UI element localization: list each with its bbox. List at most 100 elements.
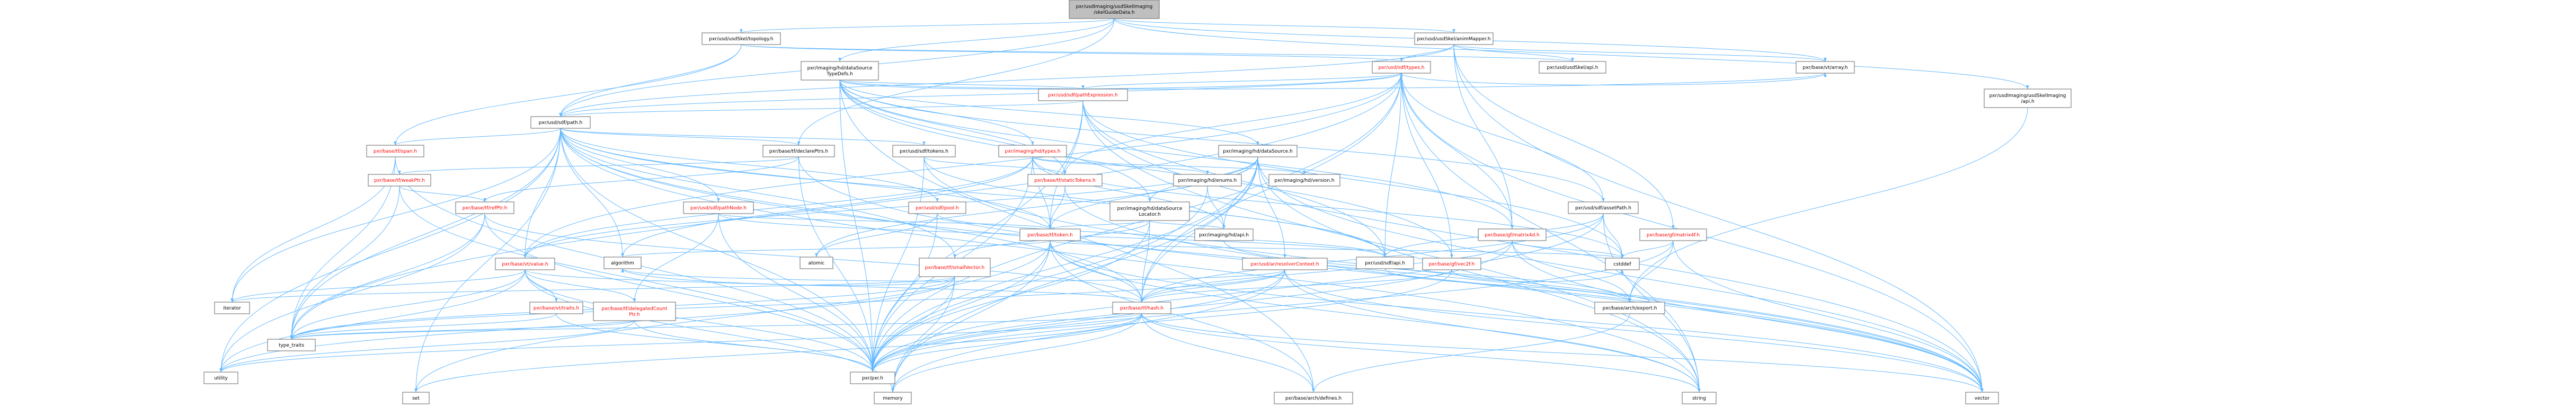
node-tfToken[interactable]: pxr/base/tf/token.h <box>1019 228 1081 241</box>
edge-pathExpression-to-tfToken <box>1049 100 1083 229</box>
node-box <box>593 302 676 321</box>
edge-pathExpression-to-sdfPath <box>559 100 1083 117</box>
node-hdEnums[interactable]: pxr/imaging/hd/enums.h <box>1173 174 1242 187</box>
node-staticTokens[interactable]: pxr/base/tf/staticTokens.h <box>1027 174 1103 187</box>
node-box <box>1422 258 1481 270</box>
node-label: pxr/usd/sdf/pool.h <box>916 206 958 211</box>
node-label: pxr/usd/usdSkel/api.h <box>1547 65 1598 70</box>
node-pool[interactable]: pxr/usd/sdf/pool.h <box>908 201 966 214</box>
edge-topology-to-usdSkelApi <box>741 44 1574 62</box>
edge-vtValue-to-hash <box>525 269 1143 303</box>
edge-root-to-declarePtrs <box>797 18 1115 146</box>
node-root[interactable]: pxr/usdImaging/usdSkelImaging/skelGuideD… <box>1069 0 1160 19</box>
edge-vtValue-to-delegatedCountPtr <box>525 269 636 303</box>
edge-sdfPath-to-algorithm <box>560 128 624 258</box>
node-string[interactable]: string <box>1682 392 1717 404</box>
node-label: /api.h <box>2021 99 2034 104</box>
node-box <box>1372 61 1431 74</box>
edge-hdTypes-to-hdVersion <box>1032 156 1306 175</box>
node-box <box>1682 392 1717 404</box>
node-pathNode[interactable]: pxr/usd/sdf/pathNode.h <box>683 201 754 214</box>
node-assetPath[interactable]: pxr/usd/sdf/assetPath.h <box>1568 201 1639 214</box>
node-dataSource[interactable]: pxr/imaging/hd/dataSource.h <box>1218 145 1298 157</box>
node-vtValue[interactable]: pxr/base/vt/value.h <box>495 258 555 270</box>
node-atomic[interactable]: atomic <box>800 257 833 269</box>
node-iterator[interactable]: iterator <box>214 302 250 314</box>
node-sdfTokens[interactable]: pxr/usd/sdf/tokens.h <box>892 145 956 157</box>
node-label: pxr/base/vt/value.h <box>502 262 548 267</box>
edge-dataSourceTypeDefs-to-hdTypes <box>839 80 1034 146</box>
node-box <box>530 116 591 129</box>
edge-smallVector-to-pxrH <box>871 276 955 373</box>
node-traits[interactable]: pxr/base/vt/traits.h <box>529 302 583 314</box>
node-usdSkelApi[interactable]: pxr/usd/usdSkel/api.h <box>1539 61 1606 74</box>
edge-smallVector-to-algorithm <box>621 268 955 286</box>
node-vec2f[interactable]: pxr/base/gf/vec2f.h <box>1422 258 1481 270</box>
node-box <box>919 258 991 277</box>
node-hdApi[interactable]: pxr/imaging/hd/api.h <box>1194 228 1254 241</box>
node-label: pxr/base/tf/declarePtrs.h <box>769 149 828 154</box>
node-weakPtr[interactable]: pxr/base/tf/weakPtr.h <box>368 174 431 187</box>
edge-weakPtr-to-typeTraits <box>290 186 400 340</box>
edge-matrix4f-to-vector <box>1673 240 1984 393</box>
node-vector[interactable]: vector <box>1965 392 1999 404</box>
node-label: vector <box>1975 396 1990 401</box>
edge-arExport-to-archDefines <box>1312 313 1630 393</box>
node-matrix4f[interactable]: pxr/base/gf/matrix4f.h <box>1639 228 1707 241</box>
node-label: pxr/base/gf/vec2f.h <box>1429 262 1475 267</box>
node-memory[interactable]: memory <box>874 392 912 404</box>
nodes-layer: pxr/usdImaging/usdSkelImaging/skelGuideD… <box>203 0 2072 404</box>
node-sdfApi[interactable]: pxr/usd/sdf/api.h <box>1356 257 1414 269</box>
node-hdTypes[interactable]: pxr/imaging/hd/types.h <box>998 145 1067 157</box>
node-topology[interactable]: pxr/usd/usdSkel/topology.h <box>701 32 781 45</box>
edge-sdfTokens-to-staticTokens <box>923 156 1067 175</box>
node-animMapper[interactable]: pxr/usd/usdSkel/animMapper.h <box>1414 32 1494 45</box>
edge-arResolverContext-to-string <box>1284 269 1701 393</box>
node-types[interactable]: pxr/usd/sdf/types.h <box>1372 61 1431 74</box>
edge-types-to-vtArray <box>1401 73 1827 85</box>
node-box <box>1356 257 1414 269</box>
node-cstddef[interactable]: cstddef <box>1605 258 1640 270</box>
node-box <box>1173 174 1242 187</box>
edge-animMapper-to-matrix4f <box>1453 44 1675 229</box>
node-span[interactable]: pxr/base/tf/span.h <box>366 145 424 157</box>
node-arExport[interactable]: pxr/base/arch/export.h <box>1594 302 1665 314</box>
edge-arResolverContext-to-memory <box>891 269 1285 393</box>
edge-dataSource-to-string <box>1257 156 1701 393</box>
node-label: string <box>1692 396 1706 401</box>
node-label: algorithm <box>611 261 634 266</box>
node-vtArray[interactable]: pxr/base/vt/array.h <box>1796 61 1855 74</box>
edge-hash-to-memory <box>891 313 1142 393</box>
edge-traits-to-typeTraits <box>290 313 557 340</box>
edge-matrix4f-to-cstddef <box>1621 240 1674 259</box>
node-label: TypeDefs.h <box>826 72 853 77</box>
edge-arResolverContext-to-algorithm <box>621 268 1285 282</box>
node-utility[interactable]: utility <box>203 372 238 384</box>
node-hash[interactable]: pxr/base/tf/hash.h <box>1112 302 1171 314</box>
node-skelImagingApi[interactable]: pxr/usdImaging/usdSkelImaging/api.h <box>1984 89 2072 108</box>
node-label: pxr/pxr.h <box>862 376 883 381</box>
node-set[interactable]: set <box>402 392 430 404</box>
node-smallVector[interactable]: pxr/base/tf/smallVector.h <box>919 258 991 277</box>
edge-root-to-skelImagingApi <box>1114 18 2029 90</box>
edge-tfToken-to-pxrH <box>871 240 1051 373</box>
node-label: pxr/base/vt/array.h <box>1802 65 1847 70</box>
node-algorithm[interactable]: algorithm <box>603 257 642 269</box>
node-refPtr[interactable]: pxr/base/tf/refPtr.h <box>455 201 514 214</box>
node-hdVersion[interactable]: pxr/imaging/hd/version.h <box>1268 174 1340 187</box>
edge-tfToken-to-algorithm <box>621 240 1051 258</box>
node-pxrH[interactable]: pxr/pxr.h <box>850 372 895 384</box>
edge-vec2f-to-hash <box>1140 269 1452 303</box>
node-pathExpression[interactable]: pxr/usd/sdf/pathExpression.h <box>1038 89 1128 101</box>
node-sdfPath[interactable]: pxr/usd/sdf/path.h <box>530 116 591 129</box>
node-archDefines[interactable]: pxr/base/arch/defines.h <box>1274 392 1353 404</box>
node-matrix4d[interactable]: pxr/base/gf/matrix4d.h <box>1478 228 1547 241</box>
node-arResolverContext[interactable]: pxr/usd/ar/resolverContext.h <box>1242 258 1328 270</box>
node-typeTraits[interactable]: type_traits <box>267 339 316 351</box>
edge-sdfPath-to-declarePtrs <box>560 128 801 146</box>
edge-sdfPath-to-set <box>414 128 561 393</box>
node-declarePtrs[interactable]: pxr/base/tf/declarePtrs.h <box>762 145 835 157</box>
